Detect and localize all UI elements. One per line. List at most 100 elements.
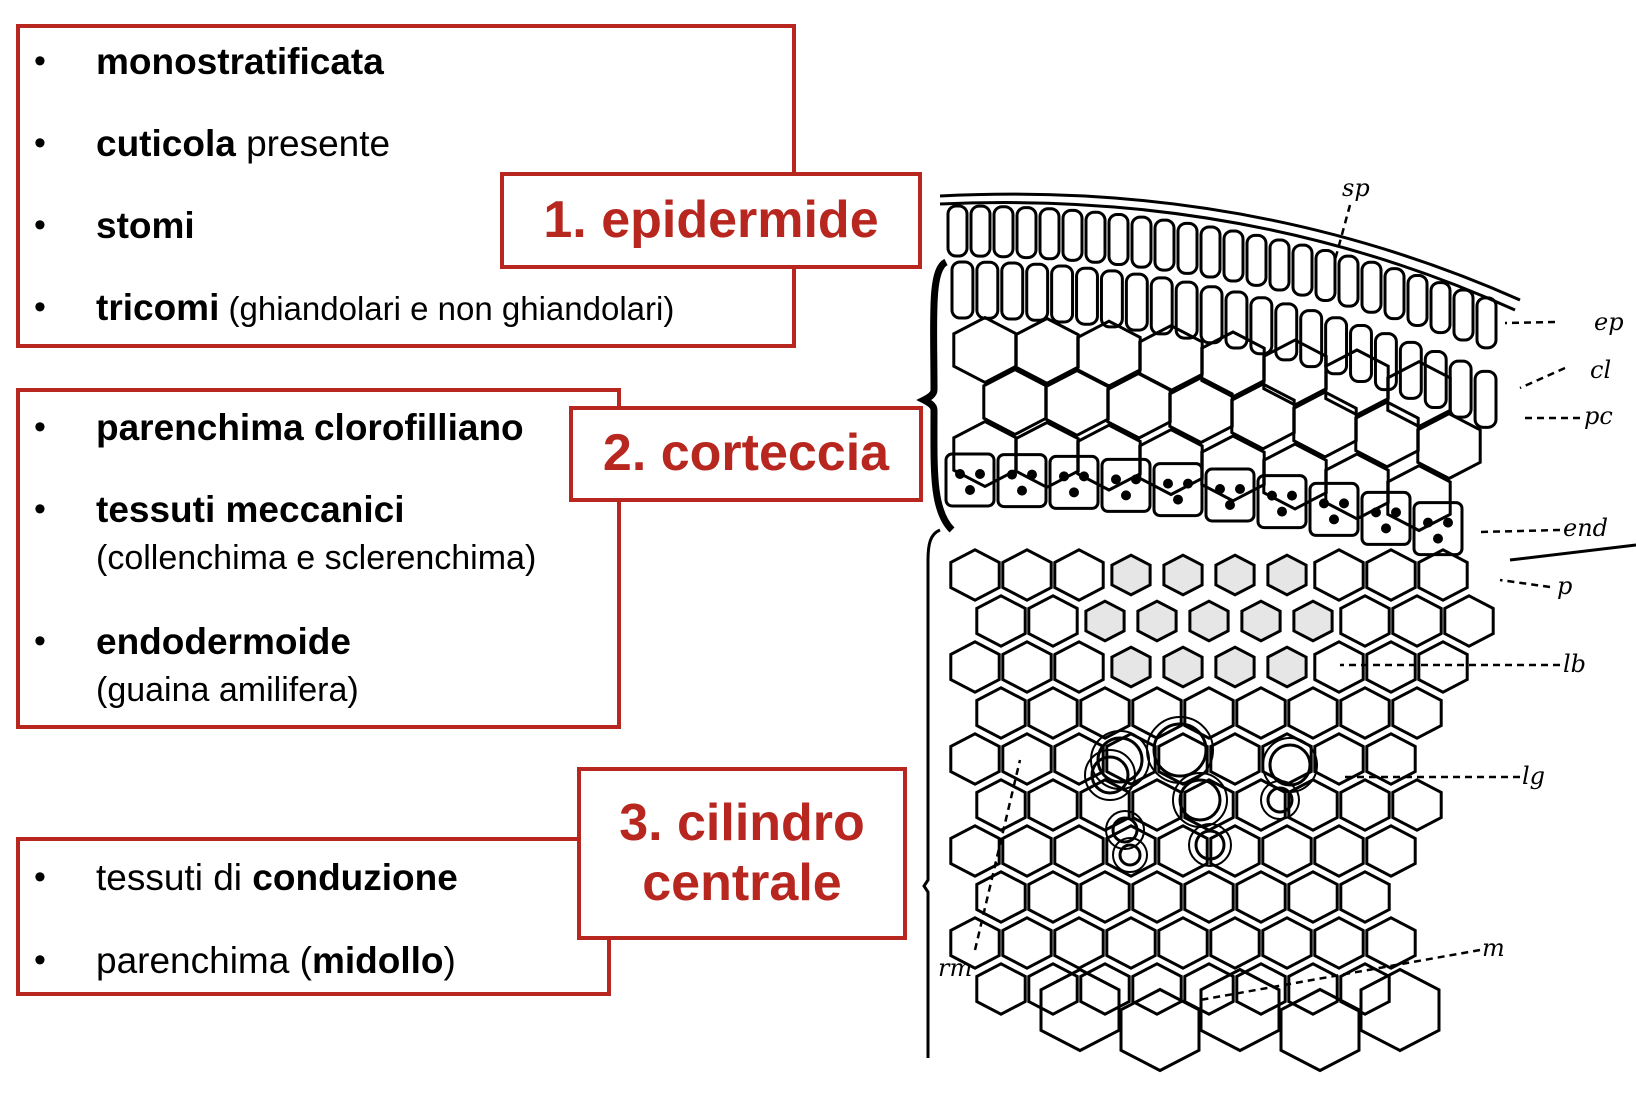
label-lb: lb — [1563, 650, 1586, 678]
cortex-cell — [1138, 428, 1204, 497]
hypodermis-cell — [1099, 269, 1124, 329]
epidermis-cell — [1383, 267, 1406, 321]
xylem-vessel — [1266, 786, 1294, 814]
item-text: presente — [235, 123, 391, 164]
starch-grain — [1391, 507, 1401, 518]
list-item: tessuti meccanici(collenchima e sclerenc… — [96, 488, 536, 579]
epidermis-cell — [969, 204, 992, 258]
bullet: • — [34, 941, 46, 979]
cortex-cell — [1106, 371, 1172, 440]
parenchyma-cell — [975, 594, 1027, 648]
cortex-cell — [1076, 423, 1142, 492]
parenchyma-cell — [1183, 870, 1235, 924]
starch-grain — [1079, 471, 1089, 482]
parenchyma-cell — [1157, 916, 1209, 970]
central-cylinder-title-line2: centrale — [642, 853, 842, 912]
epidermis-cell — [1153, 218, 1176, 272]
item-bold: parenchima clorofilliano — [96, 407, 524, 448]
hypodermis-cell — [1199, 285, 1224, 345]
parenchyma-cell — [1261, 824, 1313, 878]
xylem-vessel — [1194, 829, 1226, 861]
label-end: end — [1563, 514, 1608, 542]
hypodermis-cell — [1423, 350, 1448, 410]
list-item: parenchima (midollo) — [96, 939, 456, 983]
phloem-cell — [1266, 553, 1308, 597]
xylem-vessel-wall — [1105, 810, 1145, 850]
list-item: tessuti di conduzione — [96, 856, 458, 900]
starch-grain — [1267, 490, 1277, 501]
item-bold: conduzione — [252, 857, 458, 898]
starch-grain — [1339, 498, 1349, 509]
item-text: parenchima ( — [96, 940, 312, 981]
starch-grain — [1443, 517, 1453, 528]
label-sp: sp — [1342, 174, 1370, 202]
epidermis-cell — [1452, 288, 1475, 342]
hypodermis-cell — [975, 260, 1000, 320]
label-ep: ep — [1594, 308, 1624, 336]
parenchyma-cell — [1365, 640, 1417, 694]
phloem-cell — [1266, 645, 1308, 689]
starch-grain — [1423, 517, 1433, 528]
hypodermis-cell — [1000, 261, 1025, 321]
cell-network — [939, 192, 1521, 1073]
endodermoid-cell — [1308, 481, 1360, 537]
hypodermis-cell — [1149, 276, 1174, 336]
starch-grain — [1235, 484, 1245, 494]
starch-grain — [1017, 485, 1027, 496]
parenchyma-cell — [1183, 686, 1235, 740]
pith-cell — [1359, 967, 1441, 1053]
cortex-cell — [1354, 400, 1420, 469]
hypodermis-cell — [1274, 302, 1299, 362]
starch-grain — [1027, 469, 1037, 480]
epidermis-cell — [1475, 296, 1498, 350]
parenchyma-cell — [1209, 916, 1261, 970]
parenchyma-cell — [1105, 824, 1157, 878]
starch-grain — [1069, 487, 1079, 498]
hypodermis-cell — [1473, 369, 1498, 429]
bullet: • — [34, 858, 46, 896]
parenchyma-cell — [1209, 824, 1261, 878]
pith-cell — [1039, 967, 1121, 1053]
item-bold: stomi — [96, 205, 195, 246]
phloem-cell — [1136, 599, 1178, 643]
cuticle-line — [939, 192, 1521, 302]
hypodermis-cell — [950, 260, 975, 320]
list-item: endodermoide(guaina amilifera) — [96, 620, 359, 711]
pith-cell — [1119, 987, 1201, 1073]
hypodermis-cell — [1124, 272, 1149, 332]
endodermoid-cell — [944, 452, 996, 508]
bullet: • — [34, 124, 46, 162]
cortex-cell — [1014, 316, 1080, 385]
starch-grain — [1173, 494, 1183, 505]
xylem-vessel-wall — [1188, 823, 1232, 867]
parenchyma-cell — [1027, 962, 1079, 1016]
parenchyma-cell — [975, 686, 1027, 740]
cortex-cell — [1292, 390, 1358, 459]
bullet: • — [34, 42, 46, 80]
epidermis-cell — [1291, 243, 1314, 297]
phloem-cell — [1292, 599, 1334, 643]
parenchyma-cell — [949, 824, 1001, 878]
cortex-cell — [1044, 368, 1110, 437]
epidermis-cell — [1406, 273, 1429, 327]
phloem-cell — [1214, 645, 1256, 689]
phloem-cell — [1240, 599, 1282, 643]
endodermoid-cell — [1256, 474, 1308, 530]
parenchyma-cell — [1339, 870, 1391, 924]
parenchyma-cell — [1391, 778, 1443, 832]
parenchyma-cell — [949, 640, 1001, 694]
bullet: • — [34, 622, 46, 660]
pith-cell — [1279, 987, 1361, 1073]
hypodermis-cell — [1025, 262, 1050, 322]
starch-grain — [1433, 533, 1443, 544]
leader-lines — [973, 204, 1580, 1002]
list-item: parenchima clorofilliano — [96, 406, 524, 450]
parenchyma-cell — [1027, 778, 1079, 832]
cortex-title-text: 2. corteccia — [602, 424, 890, 483]
phloem-cell — [1162, 645, 1204, 689]
xylem-vessel-wall — [1112, 837, 1148, 873]
label-pc: pc — [1584, 402, 1613, 430]
parenchyma-cell — [1313, 916, 1365, 970]
parenchyma-cell — [1079, 870, 1131, 924]
